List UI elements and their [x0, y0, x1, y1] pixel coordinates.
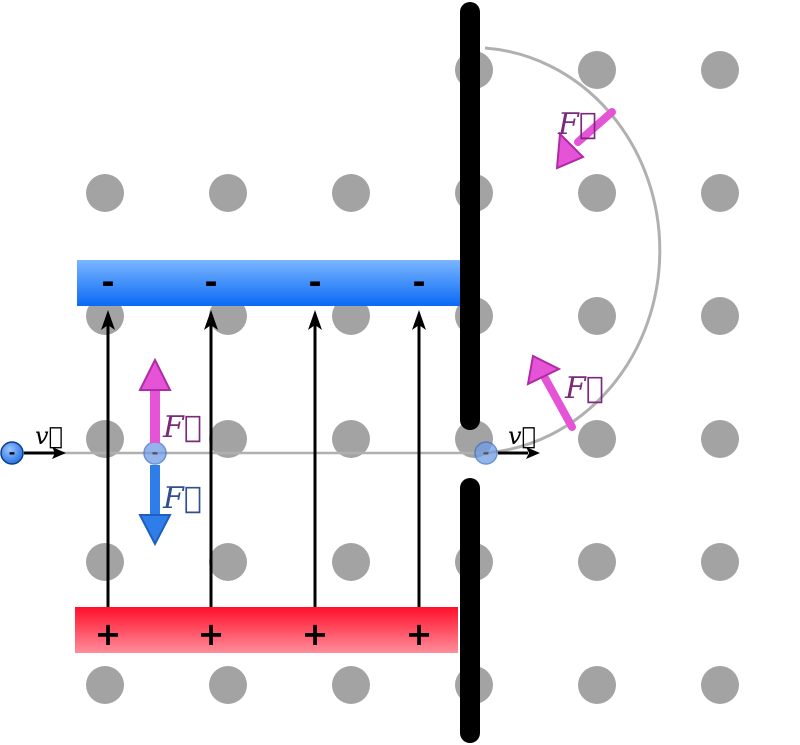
minus-sign: -	[101, 263, 114, 301]
field-dot	[209, 174, 247, 212]
field-line	[101, 310, 115, 607]
field-dot	[701, 420, 739, 458]
magnetic-force-arrow-lower	[526, 354, 576, 431]
field-dot	[701, 543, 739, 581]
electron-entering: -	[0, 441, 24, 465]
field-dot	[578, 174, 616, 212]
field-dot	[86, 543, 124, 581]
plus-sign: +	[95, 615, 122, 653]
field-dot	[209, 297, 247, 335]
velocity-label-left: v⃗	[35, 422, 63, 450]
magnetic-force-arrow-up	[138, 357, 172, 443]
field-dot	[578, 666, 616, 704]
magnetic-force-label: F⃗	[162, 410, 202, 445]
magnetic-force-label-upper: F⃗	[557, 107, 597, 142]
field-dot	[578, 543, 616, 581]
magnetic-force-arrow-upper	[555, 108, 616, 170]
field-dot	[86, 297, 124, 335]
field-dot	[332, 666, 370, 704]
field-dot	[332, 297, 370, 335]
field-dot	[209, 420, 247, 458]
minus-sign: -	[308, 263, 321, 301]
negative-plate-signs: ----	[101, 263, 425, 301]
field-dot	[701, 666, 739, 704]
field-dot	[332, 174, 370, 212]
electron-sign: -	[152, 443, 159, 462]
electric-force-arrow-down	[138, 465, 172, 547]
positive-plate-signs: + + + +	[95, 615, 433, 653]
field-dot	[578, 420, 616, 458]
plus-sign: +	[302, 615, 329, 653]
magnetic-field-dots	[86, 51, 739, 704]
field-dot	[701, 51, 739, 89]
field-dot	[578, 51, 616, 89]
magnetic-force-label-lower: F⃗	[564, 371, 604, 406]
field-dot	[578, 297, 616, 335]
velocity-label-right: v⃗	[508, 422, 536, 450]
electron-at-slit: -	[474, 441, 498, 465]
field-dot	[209, 666, 247, 704]
field-dot	[86, 666, 124, 704]
field-line	[308, 310, 322, 607]
velocity-arrow-left	[24, 447, 66, 459]
velocity-arrow-right	[498, 447, 540, 459]
field-line	[204, 310, 218, 607]
field-dot	[701, 174, 739, 212]
minus-sign: -	[204, 263, 217, 301]
plus-sign: +	[198, 615, 225, 653]
field-dot	[86, 420, 124, 458]
field-dot	[86, 174, 124, 212]
positive-plate	[75, 607, 458, 653]
field-dot	[701, 297, 739, 335]
field-dot	[332, 420, 370, 458]
plus-sign: +	[406, 615, 433, 653]
minus-sign: -	[412, 263, 425, 301]
electron-sign: -	[9, 443, 16, 462]
electric-field-lines	[101, 310, 426, 607]
field-line	[412, 310, 426, 607]
field-dot	[209, 543, 247, 581]
negative-plate	[77, 260, 460, 306]
field-dot	[332, 543, 370, 581]
electron-between-plates: -	[143, 441, 167, 465]
electron-sign: -	[483, 443, 490, 462]
electric-force-label: F⃗	[162, 481, 202, 516]
